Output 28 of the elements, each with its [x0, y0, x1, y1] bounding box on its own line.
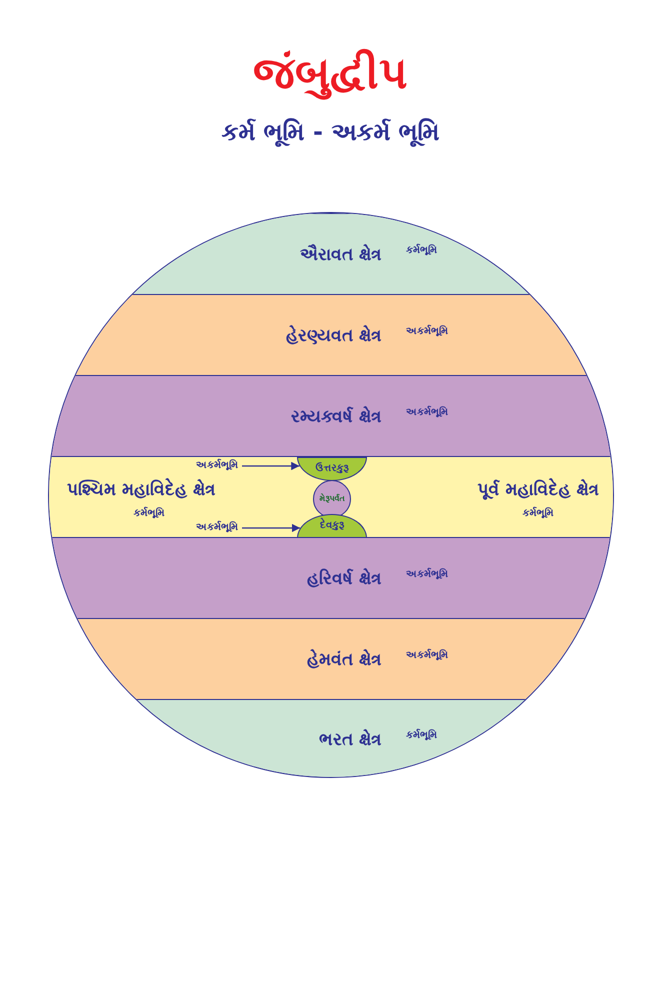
region-name: ભરત ક્ષેત્ર: [319, 730, 381, 750]
region-name: ઉત્તરકુરૂ: [316, 463, 348, 475]
region-type-label: અકર્મભૂમિ: [406, 568, 448, 580]
region-type-label: કર્મભૂમિ: [406, 244, 437, 256]
region-name: પશ્ચિમ મહાવિદેહ ક્ષેત્ર: [67, 480, 215, 500]
region-name: હેમવંત ક્ષેત્ર: [307, 649, 381, 670]
region-name: ઐરાવત ક્ષેત્ર: [300, 244, 381, 265]
arrow: [242, 524, 300, 532]
region-name: હરિવર્ષ ક્ષેત્ર: [307, 568, 381, 589]
callout-label: અકર્મભૂમિ: [196, 522, 238, 534]
region-type-label: અકર્મભૂમિ: [406, 406, 448, 418]
region-band: [49, 456, 613, 537]
callout-label: અકર્મભૂમિ: [196, 460, 238, 472]
subtitle: કર્મ ભૂમિ - અકર્મ ભૂમિ: [221, 118, 440, 146]
region-type-label: કર્મભૂમિ: [134, 508, 164, 520]
mountain-name: મેરૂપર્વત: [320, 494, 344, 504]
region-name: પૂર્વ મહાવિદેહ ક્ષેત્ર: [478, 480, 598, 500]
title: જંબુદ્વીપ: [253, 48, 408, 99]
region-type-label: અકર્મભૂમિ: [406, 326, 448, 338]
half-disc-region: [297, 514, 367, 538]
arrow: [242, 462, 300, 470]
region-name: હેરણ્યવત ક્ષેત્ર: [286, 325, 381, 346]
region-name: રમ્યક્વર્ષ ક્ષેત્ર: [291, 406, 381, 427]
region-name: દેવકુરૂ: [320, 520, 344, 532]
half-disc-region: [297, 457, 367, 481]
region-type-label: કર્મભૂમિ: [522, 508, 554, 520]
region-type-label: અકર્મભૂમિ: [406, 650, 448, 662]
region-type-label: કર્મભૂમિ: [406, 730, 437, 742]
